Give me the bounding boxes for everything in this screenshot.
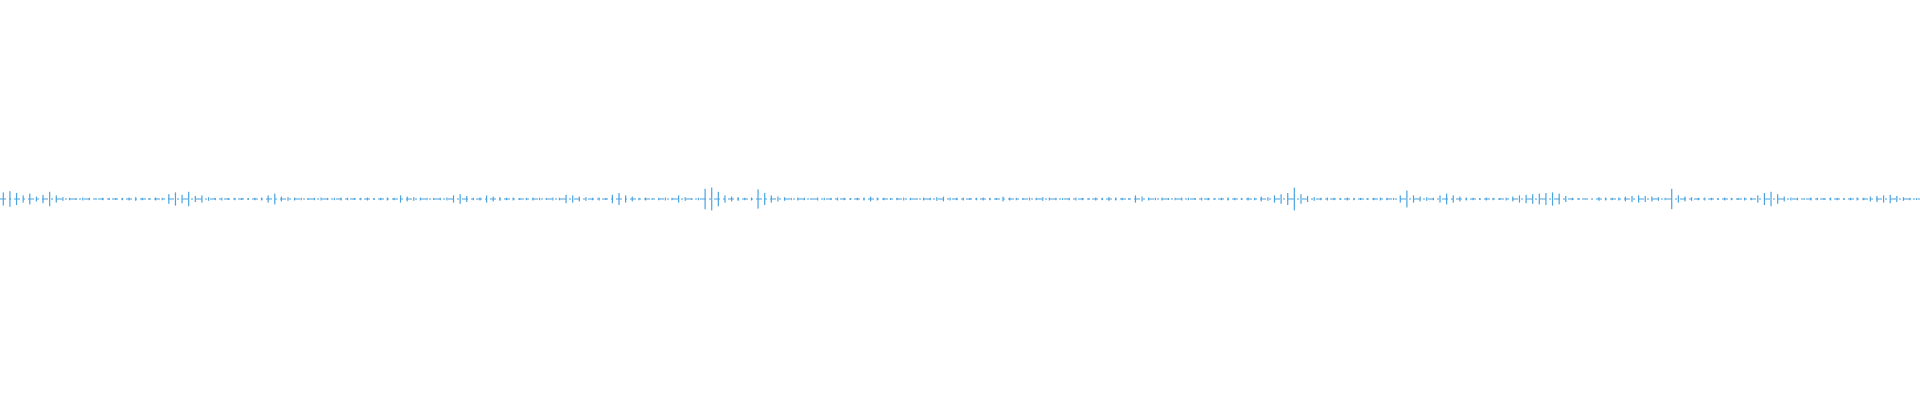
waveform-bars (0, 187, 1920, 211)
